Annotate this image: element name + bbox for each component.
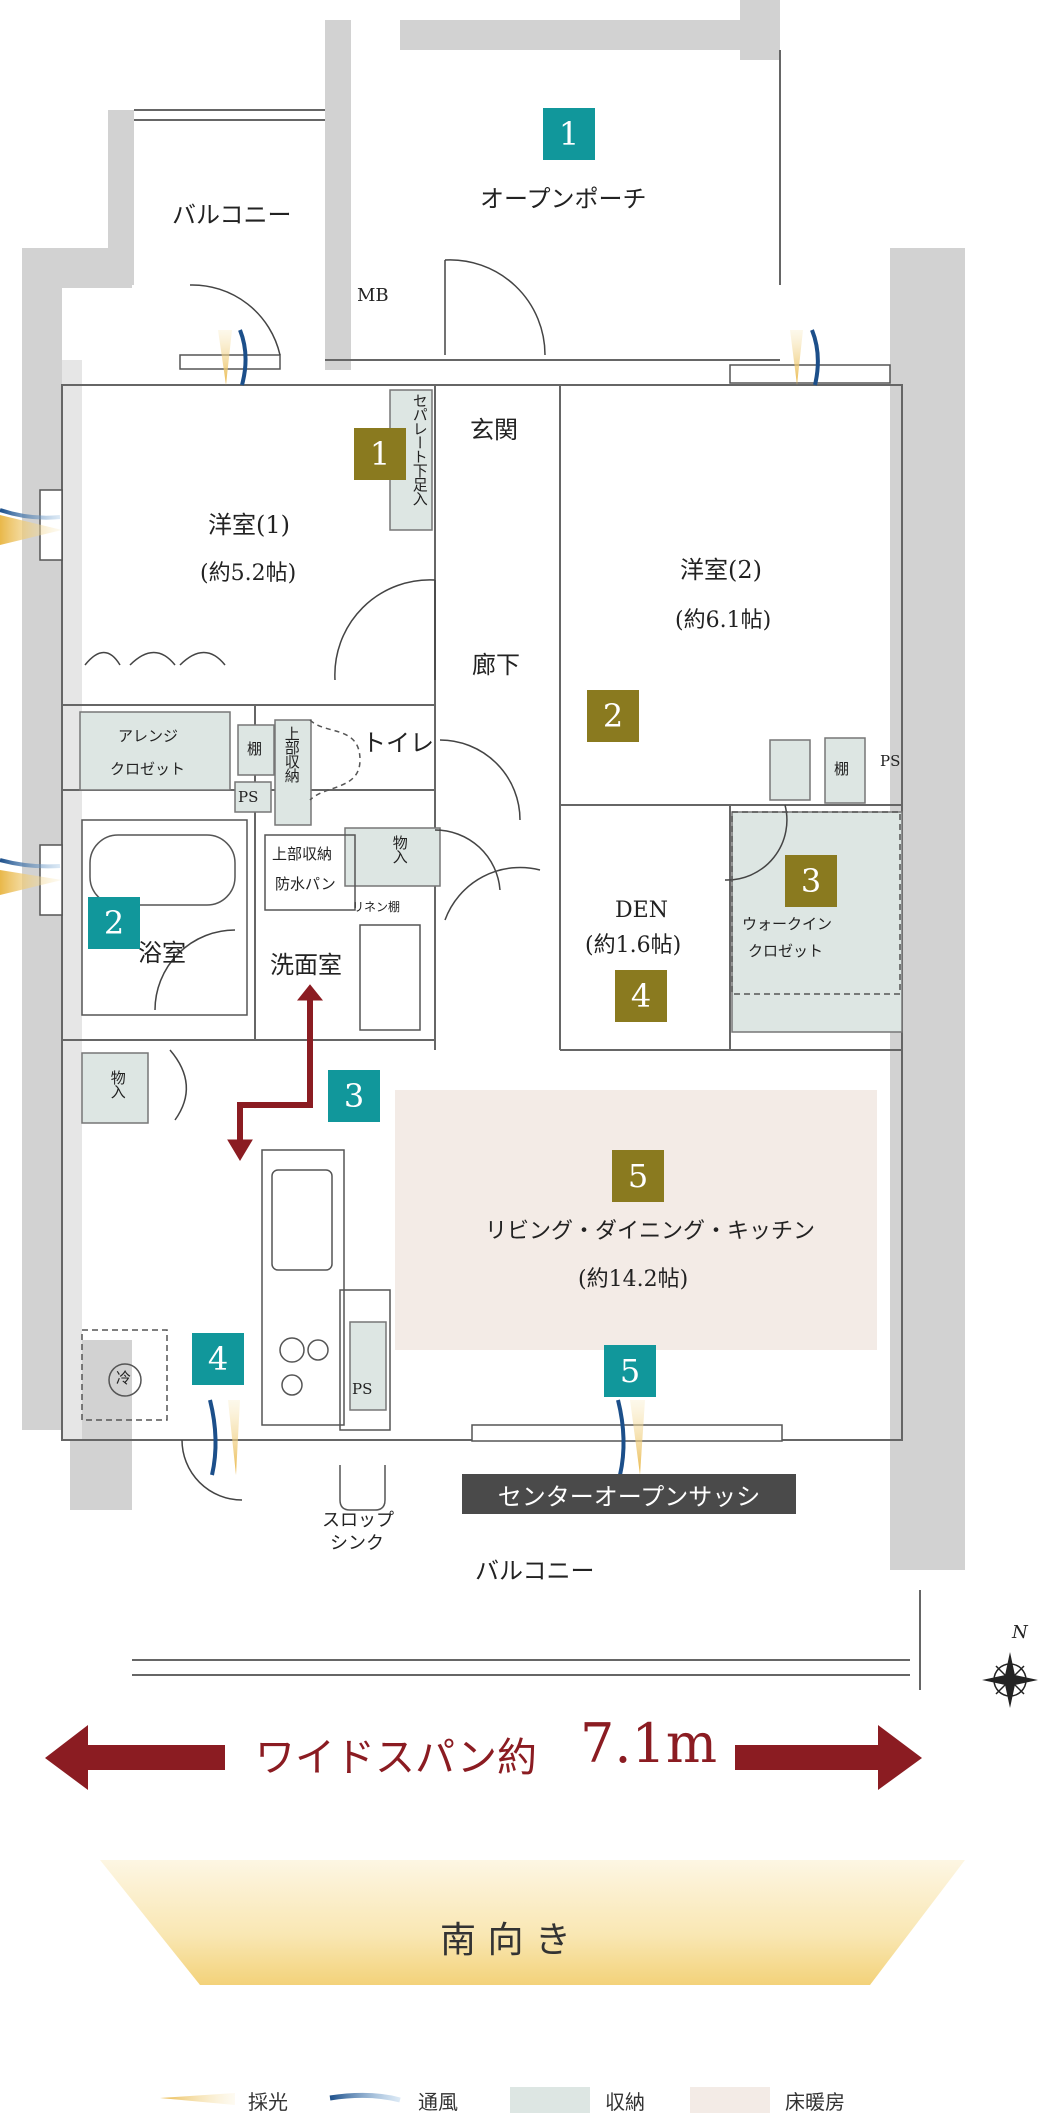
label-washroom: 洗面室 bbox=[270, 951, 342, 979]
fridge-icon bbox=[108, 1363, 142, 1397]
label-arrange-closet-line1: アレンジ bbox=[118, 727, 179, 745]
label-fridge: 冷 bbox=[116, 1369, 132, 1387]
bathtub bbox=[89, 834, 236, 906]
kitchen-counter bbox=[261, 1149, 345, 1426]
windows bbox=[39, 354, 891, 1442]
wide-span-prefix: ワイドスパン約 bbox=[255, 1735, 537, 1781]
label-western-room-1-size: (約5.2帖) bbox=[200, 561, 297, 586]
badge-teal-3: 3 bbox=[328, 1070, 380, 1122]
label-ps-room2: PS bbox=[880, 752, 901, 770]
badge-teal-2: 2 bbox=[88, 897, 140, 949]
label-entrance: 玄関 bbox=[470, 416, 518, 444]
badge-olive-2: 2 bbox=[587, 690, 639, 742]
label-corridor: 廊下 bbox=[472, 651, 520, 679]
label-arrange-closet-line2: クロゼット bbox=[110, 760, 186, 778]
floor-heating-area bbox=[395, 1090, 877, 1350]
label-slope-sink-line1: スロップ bbox=[322, 1510, 394, 1531]
badge-teal-5: 5 bbox=[604, 1345, 656, 1397]
storage-areas bbox=[79, 389, 903, 1411]
label-balcony-bottom: バルコニー bbox=[475, 1557, 595, 1585]
label-bath: 浴室 bbox=[138, 939, 186, 967]
fixtures bbox=[81, 719, 901, 1511]
label-separate-shoe-storage: セパレート下足入 bbox=[410, 393, 429, 505]
door-swings bbox=[84, 259, 788, 1501]
label-linen-shelf: リネン棚 bbox=[352, 900, 401, 914]
label-storage-ldk: 物入 bbox=[108, 1070, 127, 1098]
kitchen-sink bbox=[271, 1169, 333, 1271]
label-ldk-size: (約14.2帖) bbox=[578, 1267, 689, 1292]
legend-light: 採光 bbox=[248, 2090, 288, 2114]
label-den: DEN bbox=[615, 898, 668, 923]
label-upper-storage-toilet: 上部収納 bbox=[282, 726, 301, 782]
label-western-room-1: 洋室(1) bbox=[208, 511, 290, 539]
badge-teal-4: 4 bbox=[192, 1333, 244, 1385]
center-open-sash-banner: センターオープンサッシ bbox=[462, 1474, 796, 1514]
label-den-size: (約1.6帖) bbox=[585, 933, 682, 958]
south-facing-label: 南 向 き bbox=[440, 1920, 571, 1961]
wide-span-arrow bbox=[45, 1725, 922, 1790]
badge-olive-1: 1 bbox=[354, 428, 406, 480]
legend-floor-heating: 床暖房 bbox=[785, 2090, 845, 2114]
light-wind-indicators bbox=[0, 329, 820, 1476]
label-shelf-room2: 棚 bbox=[834, 760, 850, 778]
legend-swatches bbox=[160, 2087, 770, 2113]
compass-icon bbox=[982, 1652, 1038, 1708]
label-slope-sink-line2: シンク bbox=[330, 1533, 384, 1554]
label-open-porch: オープンポーチ bbox=[480, 185, 647, 213]
badge-teal-1: 1 bbox=[543, 108, 595, 160]
washbasin bbox=[264, 834, 356, 911]
label-walkin-closet-line2: クロゼット bbox=[748, 942, 824, 960]
badge-olive-4: 4 bbox=[615, 970, 667, 1022]
label-western-room-2: 洋室(2) bbox=[680, 556, 762, 584]
legend-wind: 通風 bbox=[418, 2090, 458, 2114]
badge-olive-5: 5 bbox=[612, 1150, 664, 1202]
label-walkin-closet-line1: ウォークイン bbox=[742, 915, 833, 933]
label-balcony-top: バルコニー bbox=[172, 201, 292, 229]
label-western-room-2-size: (約6.1帖) bbox=[675, 608, 772, 633]
label-upper-storage-wash: 上部収納 bbox=[272, 845, 333, 863]
label-ldk: リビング・ダイニング・キッチン bbox=[485, 1219, 816, 1244]
label-toilet: トイレ bbox=[362, 729, 434, 757]
label-mb: MB bbox=[357, 285, 389, 306]
badge-olive-3: 3 bbox=[785, 855, 837, 907]
label-ps-kitchen: PS bbox=[352, 1380, 373, 1398]
wide-span-value: 7.1m bbox=[580, 1712, 718, 1775]
label-ps-toilet: PS bbox=[238, 788, 259, 806]
label-waterproof-pan: 防水パン bbox=[275, 875, 336, 893]
south-sun-band bbox=[100, 1860, 965, 1985]
legend-storage: 収納 bbox=[605, 2090, 645, 2114]
compass-north-label: N bbox=[1012, 1622, 1028, 1643]
label-shelf-toilet: 棚 bbox=[247, 740, 263, 758]
circulation-arrow bbox=[227, 984, 324, 1161]
label-storage-wash: 物入 bbox=[390, 835, 409, 863]
